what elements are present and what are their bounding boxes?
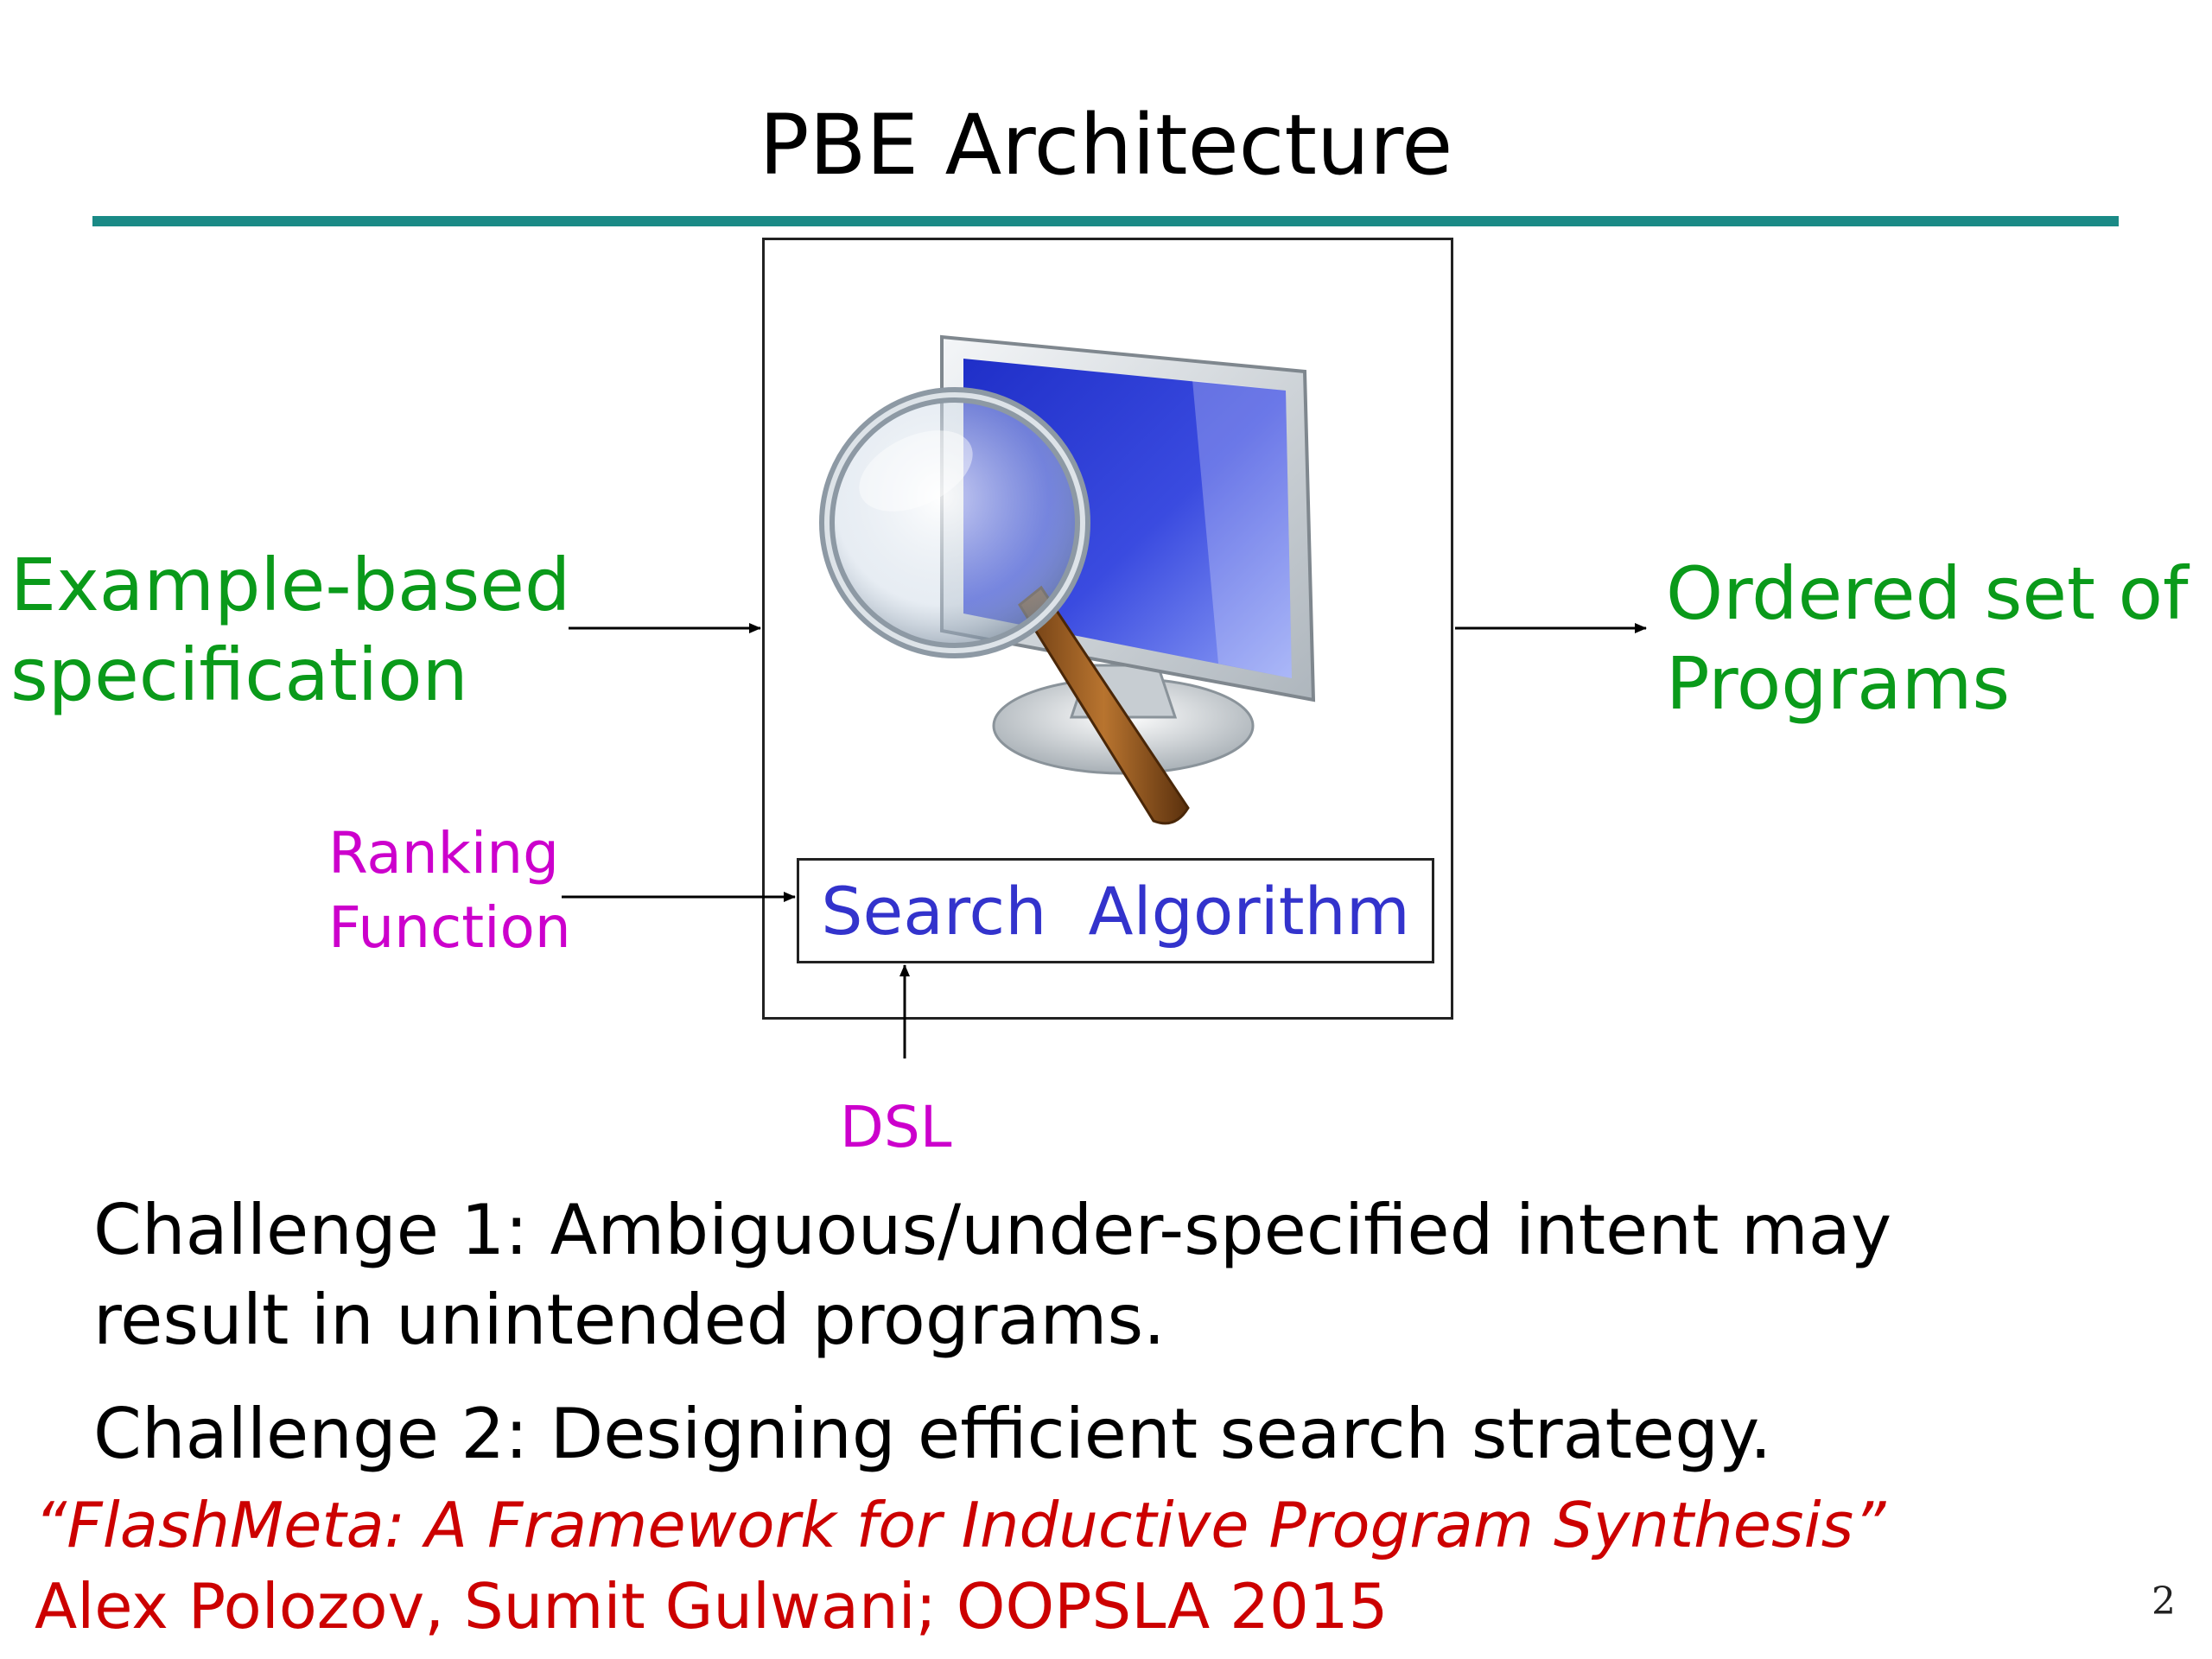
ranking-function-label: Ranking Function — [328, 817, 571, 965]
citation: “FlashMeta: A Framework for Inductive Pr… — [35, 1484, 1885, 1647]
output-label-line1: Ordered set of — [1666, 549, 2189, 639]
ranking-line1: Ranking — [328, 817, 571, 891]
challenge-2: Challenge 2: Designing efficient search … — [93, 1389, 1771, 1479]
challenge-1-line1: Challenge 1: Ambiguous/under-specified i… — [93, 1185, 1891, 1275]
citation-authors: Alex Polozov, Sumit Gulwani; OOPSLA 2015 — [35, 1566, 1885, 1647]
input-label: Example-based specification — [10, 540, 570, 720]
output-label: Ordered set of Programs — [1666, 549, 2189, 728]
input-label-line1: Example-based — [10, 540, 570, 630]
page-number: 2 — [2152, 1580, 2176, 1624]
output-label-line2: Programs — [1666, 639, 2189, 728]
challenge-1-line2: result in unintended programs. — [93, 1275, 1891, 1365]
ranking-line2: Function — [328, 891, 571, 965]
input-label-line2: specification — [10, 630, 570, 720]
dsl-label: DSL — [840, 1090, 952, 1165]
citation-paper: “FlashMeta: A Framework for Inductive Pr… — [35, 1484, 1885, 1566]
challenge-1: Challenge 1: Ambiguous/under-specified i… — [93, 1185, 1891, 1365]
